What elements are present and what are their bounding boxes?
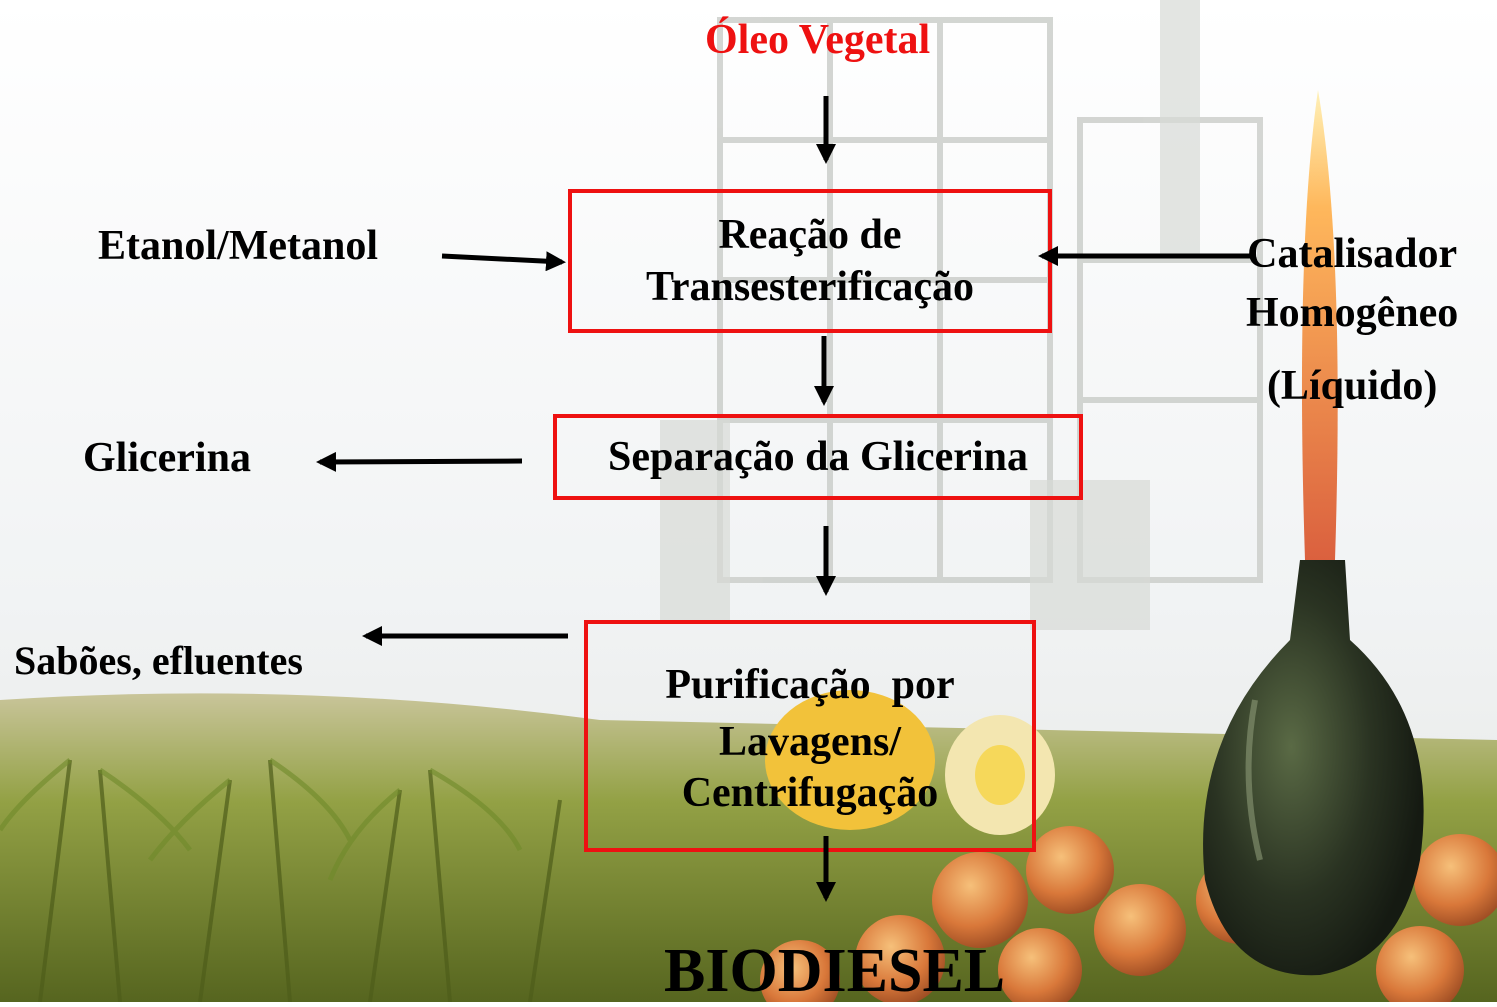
step-purification-line2: Lavagens/ (718, 719, 902, 766)
input-catalyst-line1: Catalisador (1247, 231, 1458, 277)
output-biodiesel-label: BIODIESEL (664, 937, 1006, 1005)
input-alcohol-label: Etanol/Metanol (98, 223, 378, 269)
step-glycerin-separation-box: Separação da Glicerina (553, 414, 1083, 500)
step-glycerin-separation-label: Separação da Glicerina (608, 433, 1028, 480)
input-catalyst-label: Catalisador Homogêneo (Líquido) (1246, 225, 1458, 415)
output-glycerin-label: Glicerina (83, 435, 251, 481)
step-purification-box: Purificação por Lavagens/ Centrifugação (584, 620, 1036, 852)
arrow-alcohol-to-reaction (441, 251, 566, 272)
step-purification-line1: Purificação por (665, 662, 955, 709)
step-transesterification-line2: Transesterificação (645, 264, 975, 310)
step-transesterification-box: Reação de Transesterificação (568, 189, 1052, 333)
input-catalyst-line3: (Líquido) (1266, 362, 1438, 409)
arrow-separation-to-glycerin (316, 451, 523, 472)
step-transesterification-line1: Reação de (718, 211, 902, 258)
step-purification-line3: Centrifugação (681, 769, 939, 816)
title-oleo-vegetal: Óleo Vegetal (705, 17, 931, 63)
output-waste-label: Sabões, efluentes (14, 638, 303, 683)
input-catalyst-line2: Homogêneo (1246, 289, 1459, 336)
